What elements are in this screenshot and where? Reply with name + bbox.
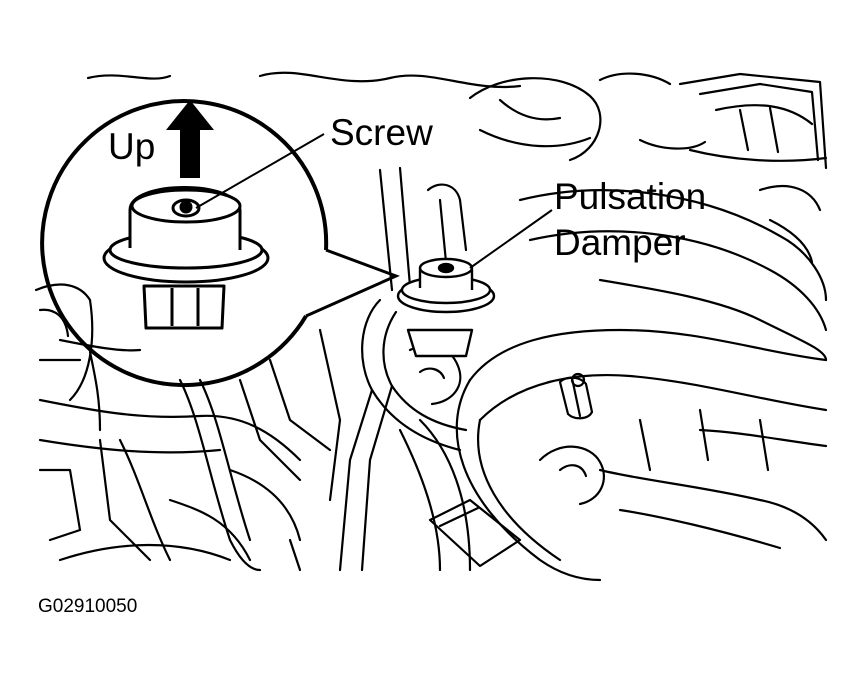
- up-direction-label: Up: [108, 126, 156, 167]
- up-arrow-icon: [166, 100, 214, 178]
- damper-leader-line: [470, 210, 552, 268]
- pulsation-damper-label-line1: Pulsation: [554, 176, 707, 217]
- pulsation-damper-drawing: [398, 259, 494, 356]
- leader-lines: [196, 134, 552, 268]
- figure-code: G02910050: [38, 596, 138, 617]
- screw-leader-line: [196, 134, 324, 208]
- engine-background-lines: [36, 73, 826, 580]
- screw-label: Screw: [330, 112, 433, 153]
- pulsation-damper-label-line2: Damper: [554, 222, 686, 263]
- detail-magnifier-circle: [42, 101, 396, 385]
